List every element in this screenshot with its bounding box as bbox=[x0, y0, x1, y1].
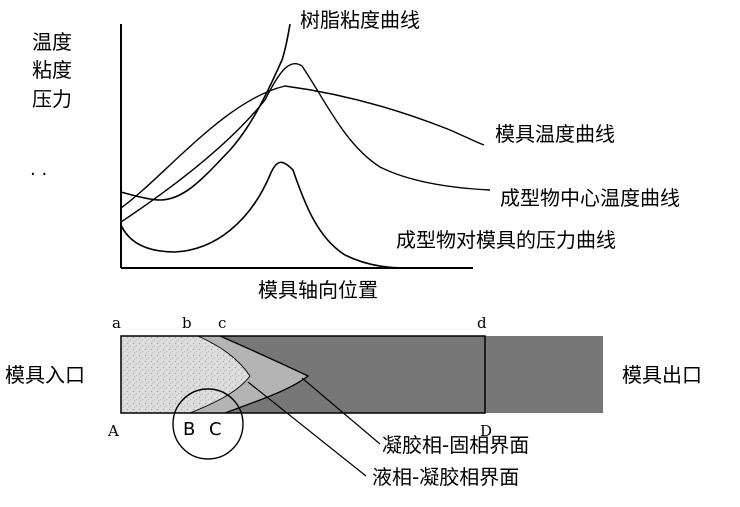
stray-mark: . . bbox=[30, 159, 47, 180]
point-b: b bbox=[182, 314, 192, 332]
graph: 温度 粘度 压力 . . 树脂粘度曲线 模具温度曲线 成型物中心温度曲线 成型物… bbox=[30, 8, 680, 302]
liquid-region bbox=[121, 336, 250, 413]
point-a: a bbox=[112, 314, 121, 332]
resin-viscosity-curve bbox=[120, 23, 291, 201]
point-D: D bbox=[480, 422, 492, 440]
pressure-curve bbox=[120, 161, 406, 269]
y-axis-label-pressure: 压力 bbox=[32, 87, 72, 111]
point-c: c bbox=[218, 314, 226, 332]
mold-outline bbox=[120, 335, 486, 414]
y-axis-label-viscosity: 粘度 bbox=[32, 58, 72, 82]
liquid-gel-interface bbox=[189, 335, 251, 414]
bc-circle bbox=[172, 388, 244, 460]
mold-outlet-label: 模具出口 bbox=[622, 363, 702, 387]
point-d: d bbox=[477, 314, 487, 332]
mold-diagram: a b c d A B C D 模具入口 模具出口 凝胶相-固相界面 液相-凝胶… bbox=[5, 314, 702, 489]
liquid-gel-interface-label: 液相-凝胶相界面 bbox=[372, 465, 519, 489]
gel-solid-interface bbox=[219, 335, 310, 414]
center-temperature-label: 成型物中心温度曲线 bbox=[500, 186, 680, 210]
gel-solid-leader bbox=[301, 377, 381, 445]
resin-viscosity-label: 树脂粘度曲线 bbox=[300, 8, 420, 32]
mold-temperature-label: 模具温度曲线 bbox=[495, 122, 615, 146]
mold-temperature-curve bbox=[120, 85, 485, 209]
point-A: A bbox=[107, 422, 119, 440]
pressure-label: 成型物对模具的压力曲线 bbox=[396, 228, 616, 252]
point-B: B bbox=[183, 419, 195, 440]
point-C: C bbox=[209, 419, 222, 440]
y-axis-label-temperature: 温度 bbox=[32, 30, 72, 54]
mold-inlet-label: 模具入口 bbox=[5, 363, 85, 387]
liquid-gel-leader bbox=[247, 381, 367, 477]
gel-solid-interface-label: 凝胶相-固相界面 bbox=[382, 433, 529, 457]
x-axis-label: 模具轴向位置 bbox=[258, 278, 378, 302]
center-temperature-curve bbox=[120, 63, 491, 223]
